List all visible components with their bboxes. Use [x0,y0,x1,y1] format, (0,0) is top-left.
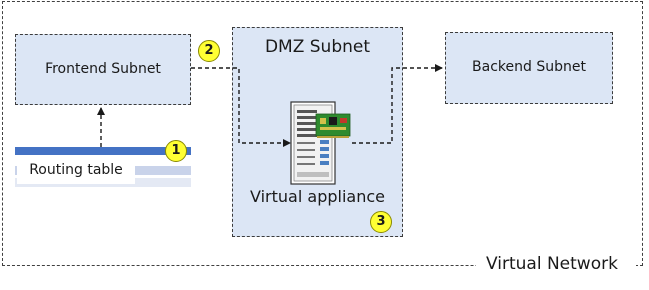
frontend-to-appliance-path [191,67,291,147]
backend-subnet-label: Backend Subnet [472,59,586,75]
dmz-subnet-label: DMZ Subnet [264,37,371,57]
virtual-appliance-label: Virtual appliance [250,187,385,206]
virtual-network-boundary [2,1,643,266]
routing-table-label: Routing table [17,156,135,184]
frontend-subnet: Frontend Subnet [15,34,191,105]
step-badge-1: 1 [165,140,187,162]
backend-subnet: Backend Subnet [445,32,613,104]
virtual-network-label: Virtual Network [476,251,636,277]
frontend-subnet-label: Frontend Subnet [45,61,161,77]
server-with-network-card-icon [290,101,351,185]
step-badge-2: 2 [198,40,220,62]
step-badge-3: 3 [370,211,392,233]
routing-table-header-bar [15,147,191,155]
appliance-to-backend-path [352,64,443,144]
